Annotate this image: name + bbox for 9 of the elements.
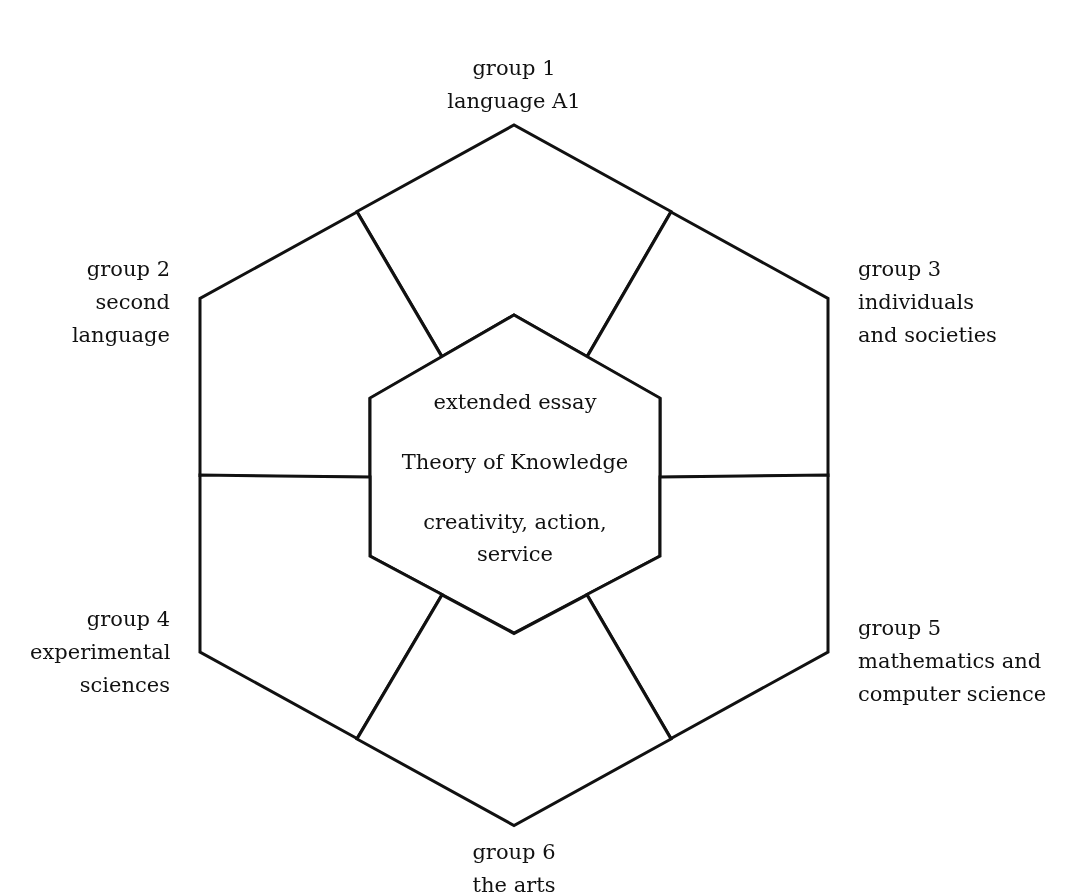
group-label: group 6 the arts — [471, 839, 557, 896]
group-label: group 4 experimental sciences — [30, 606, 170, 699]
group-label: group 1 language A1 — [446, 55, 582, 115]
group-label: group 5 mathematics and computer science — [858, 615, 1048, 708]
group-label: group 3 individuals and societies — [858, 256, 998, 349]
core-label: extended essay — [433, 389, 597, 416]
core-label: Theory of Knowledge — [401, 449, 629, 476]
group-label: group 2 second language — [70, 256, 170, 349]
core-label: creativity, action, service — [422, 509, 608, 568]
